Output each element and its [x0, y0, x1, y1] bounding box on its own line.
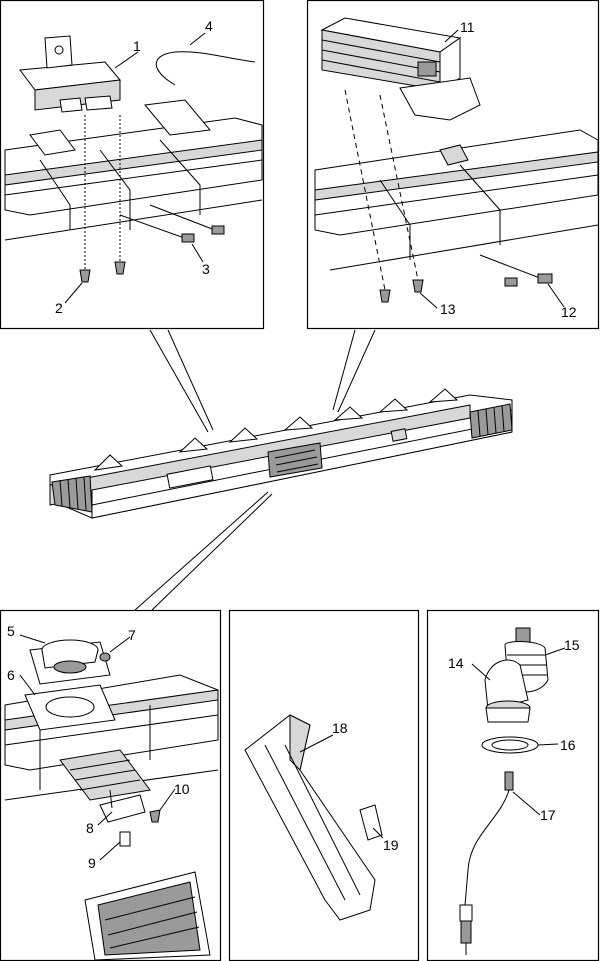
right-vent — [469, 403, 513, 439]
part-17-sensor — [459, 771, 514, 955]
speaker-grille-cover — [84, 871, 211, 961]
left-vent — [51, 475, 93, 513]
panel-bottom-right: 14 15 16 17 — [426, 609, 600, 961]
callout-5: 5 — [7, 623, 15, 639]
part-1-bracket — [19, 35, 121, 113]
part-11-module — [320, 17, 481, 121]
callout-15: 15 — [564, 637, 580, 653]
callout-13: 13 — [440, 301, 456, 317]
part-8-bracket — [99, 789, 146, 823]
callout-8: 8 — [86, 820, 94, 836]
callout-11: 11 — [460, 19, 475, 35]
part-16-ring — [481, 736, 539, 754]
part-5-speaker — [29, 639, 111, 685]
panel-top-right: 11 13 12 — [306, 0, 600, 330]
callout-18: 18 — [332, 720, 348, 736]
callout-14: 14 — [448, 655, 464, 671]
panel-bottom-left: 5 6 7 8 9 10 — [0, 609, 222, 961]
part-2-screws — [79, 115, 126, 283]
callout-16: 16 — [560, 737, 576, 753]
callout-10: 10 — [174, 781, 190, 797]
part-3-connectors — [119, 204, 225, 243]
callout-12: 12 — [561, 304, 577, 320]
part-6-gasket — [24, 684, 116, 731]
part-19-clip — [359, 804, 383, 841]
part-14-housing — [484, 659, 531, 723]
callout-9: 9 — [88, 855, 96, 871]
callout-3: 3 — [202, 261, 210, 277]
part-18-pillar-trim — [244, 714, 376, 921]
callout-7: 7 — [128, 627, 136, 643]
callout-19: 19 — [383, 837, 399, 853]
panel-top-left: 1 4 2 3 — [0, 0, 265, 330]
callout-1: 1 — [133, 38, 141, 54]
part-4-wire — [155, 51, 256, 86]
center-assembly — [49, 329, 513, 611]
callout-6: 6 — [7, 667, 15, 683]
center-speaker-grille — [267, 442, 323, 478]
part-10-screw — [149, 809, 161, 823]
callout-2: 2 — [55, 300, 63, 316]
panel-bottom-middle: 18 19 — [228, 609, 420, 961]
callout-17: 17 — [540, 807, 556, 823]
part-9-nut — [119, 831, 131, 847]
part-7-clip — [99, 652, 111, 662]
callout-4: 4 — [205, 18, 213, 34]
